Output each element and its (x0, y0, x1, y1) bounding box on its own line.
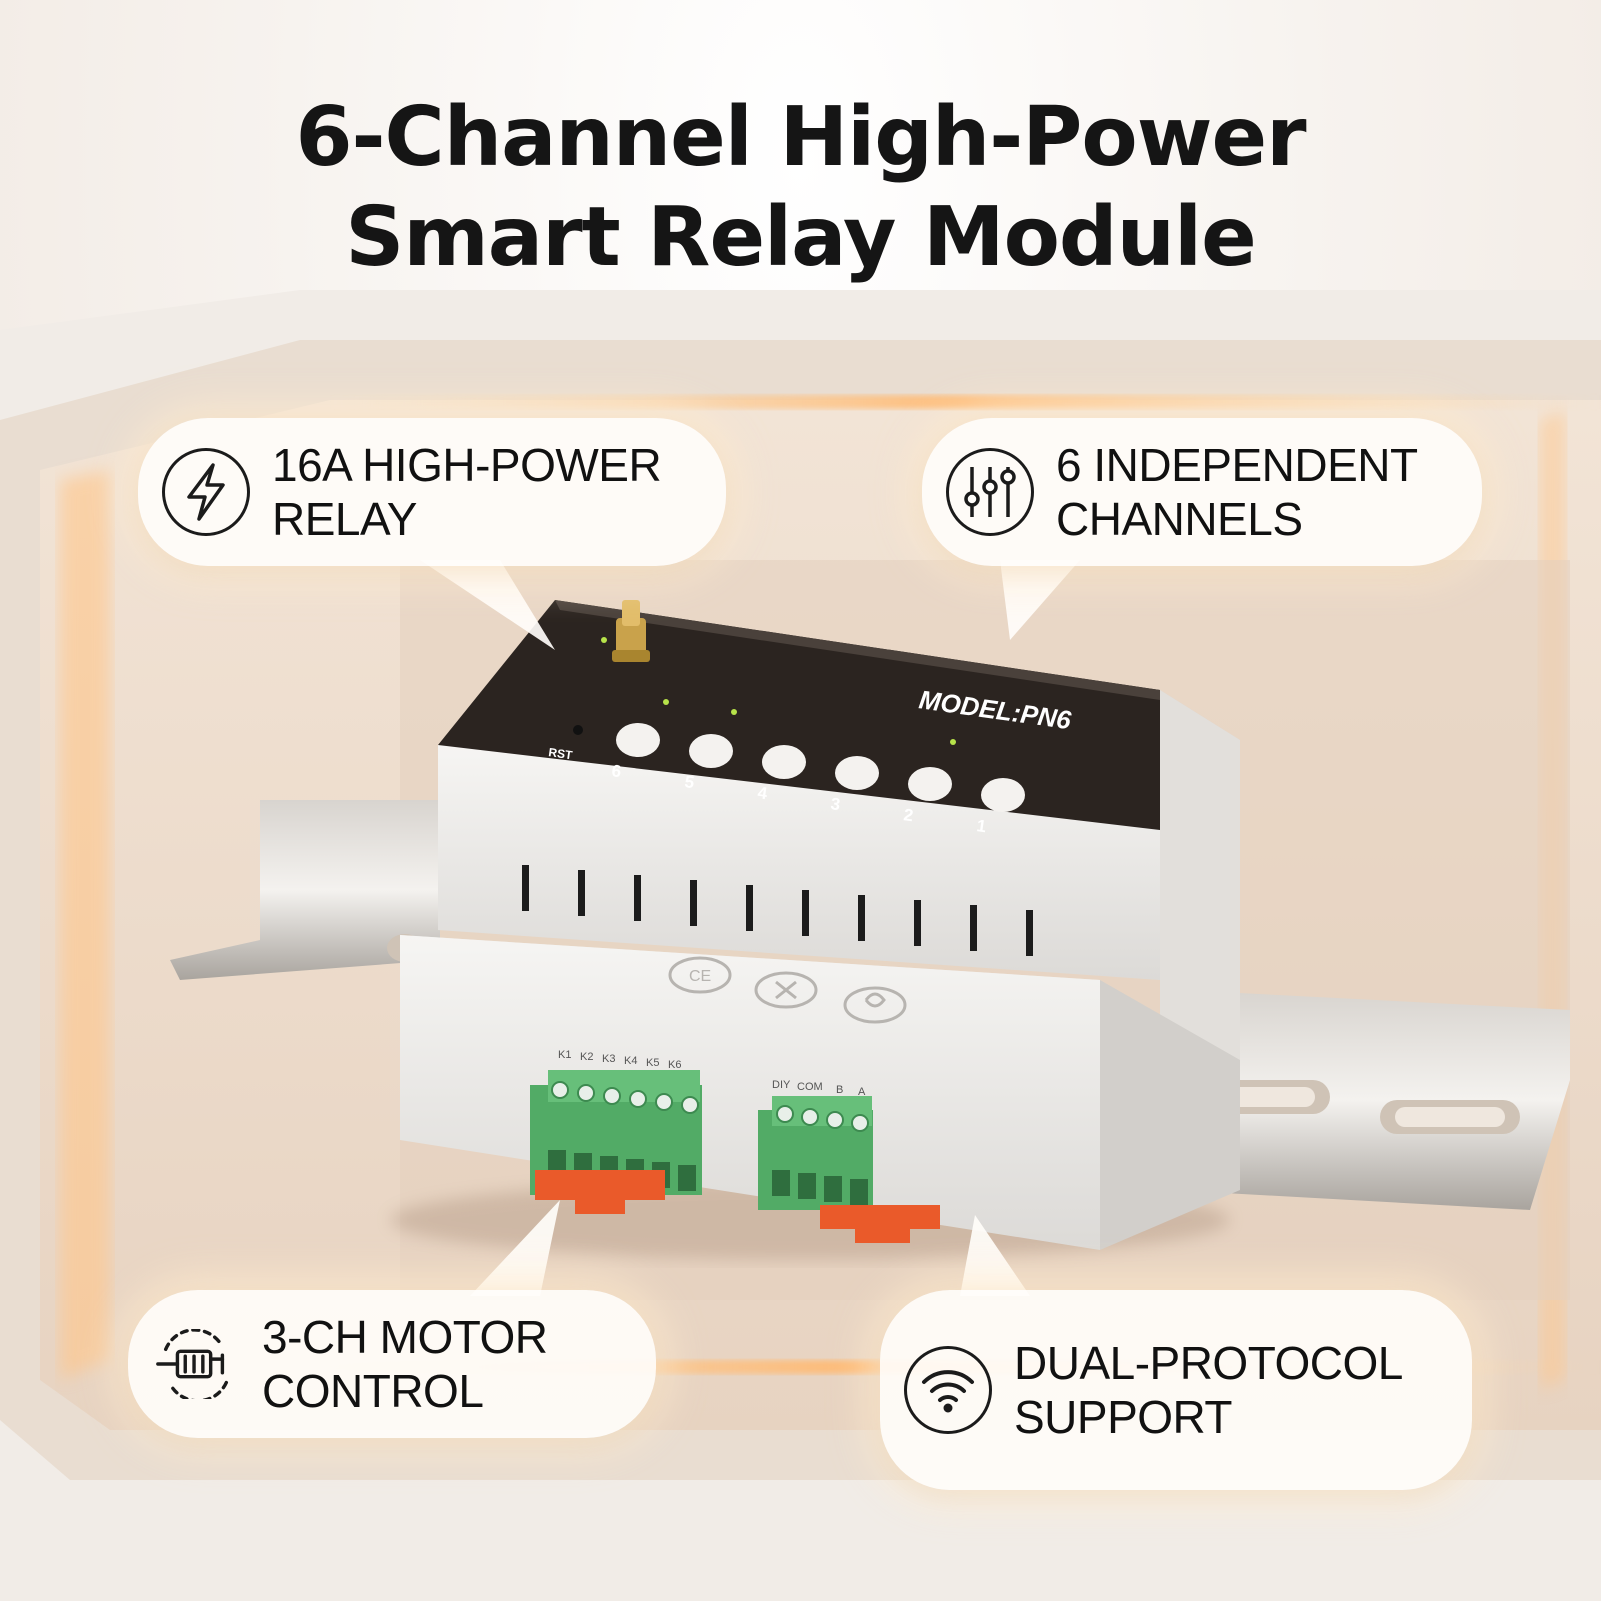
callout-4-line-2: SUPPORT (1014, 1391, 1233, 1443)
terminal-label-k5: K5 (646, 1057, 659, 1069)
terminal-block-right (758, 1096, 873, 1210)
reset-label: RST (548, 745, 574, 762)
callout-pointers (420, 560, 1080, 1296)
page-title: 6-Channel High-Power Smart Relay Module (0, 88, 1601, 288)
motor-icon (152, 1320, 240, 1408)
button-label-1: 1 (975, 816, 987, 836)
compliance-marks (668, 956, 907, 1024)
callout-3-line-2: CONTROL (262, 1365, 484, 1417)
button-label-6: 6 (610, 761, 622, 781)
terminal-label-b: B (836, 1084, 843, 1096)
terminal-label-k4: K4 (624, 1055, 637, 1067)
callout-motor-control: 3-CH MOTOR CONTROL (128, 1290, 656, 1438)
terminal-label-k1: K1 (558, 1049, 571, 1061)
callout-1-line-1: 16A HIGH-POWER (272, 439, 662, 491)
sliders-icon (946, 448, 1034, 536)
terminal-label-k2: K2 (580, 1051, 593, 1063)
button-label-2: 2 (902, 805, 914, 825)
button-label-5: 5 (683, 772, 695, 792)
relay-module (390, 600, 1240, 1260)
callout-4-line-1: DUAL-PROTOCOL (1014, 1337, 1403, 1389)
lightning-bolt-icon (162, 448, 250, 536)
terminal-label-com: COM (797, 1081, 823, 1093)
button-label-3: 3 (829, 794, 841, 814)
callout-2-line-2: CHANNELS (1056, 493, 1303, 545)
terminal-label-k3: K3 (602, 1053, 615, 1065)
title-line-1: 6-Channel High-Power (295, 90, 1306, 185)
terminal-label-k6: K6 (668, 1059, 681, 1071)
button-label-4: 4 (756, 783, 769, 803)
title-line-2: Smart Relay Module (345, 190, 1256, 285)
callout-dual-protocol: DUAL-PROTOCOL SUPPORT (880, 1290, 1472, 1490)
callout-2-line-1: 6 INDEPENDENT (1056, 439, 1418, 491)
wifi-icon (904, 1346, 992, 1434)
callout-1-line-2: RELAY (272, 493, 417, 545)
reset-hole (573, 725, 583, 735)
callout-independent-channels: 6 INDEPENDENT CHANNELS (922, 418, 1482, 566)
terminal-label-diy: DIY (772, 1079, 791, 1091)
ce-mark: CE (689, 968, 711, 985)
callout-high-power-relay: 16A HIGH-POWER RELAY (138, 418, 726, 566)
terminal-label-a: A (858, 1086, 866, 1098)
channel-buttons[interactable] (616, 723, 1025, 812)
callout-3-line-1: 3-CH MOTOR (262, 1311, 548, 1363)
din-clips (535, 1170, 940, 1243)
